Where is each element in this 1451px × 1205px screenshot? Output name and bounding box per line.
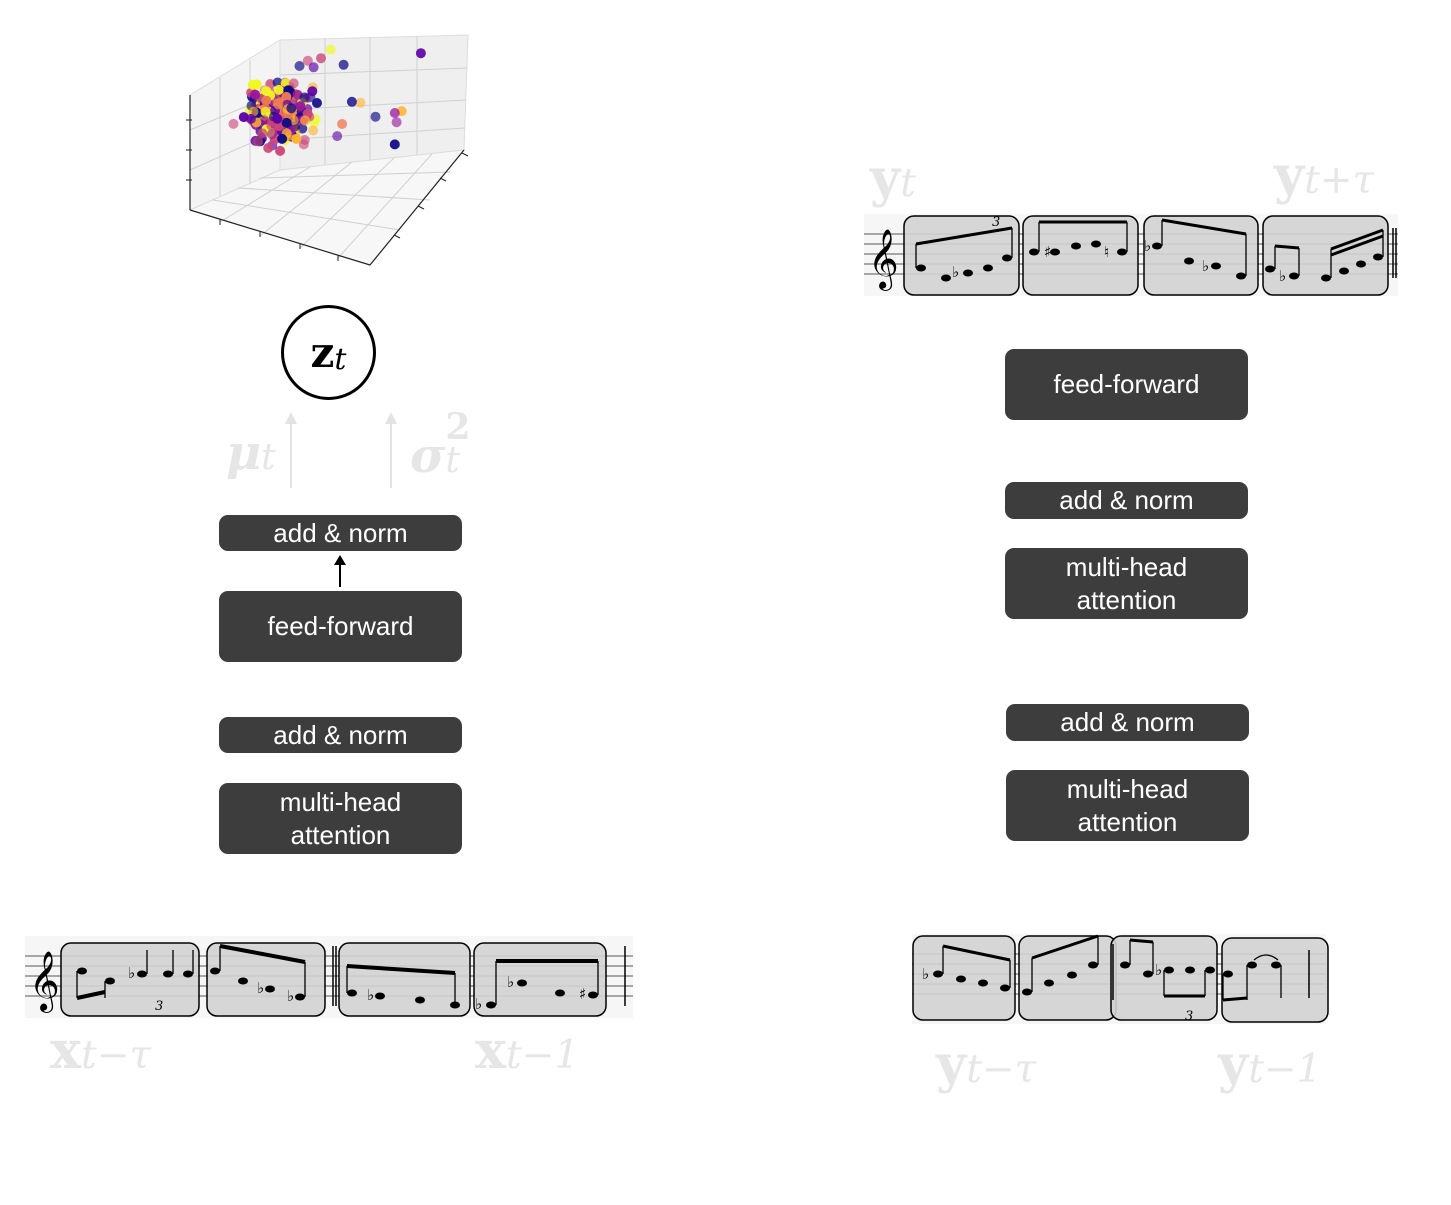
scatter-point — [370, 111, 381, 122]
decoder-feed-forward: feed-forward — [1005, 349, 1248, 420]
encoder-input-score: 𝄞 ♭ ♭ ♭ ♭ ♭ ♭ ♯ 3 — [25, 936, 633, 1018]
svg-text:♭: ♭ — [1202, 257, 1209, 275]
scatter-point — [272, 113, 283, 124]
encoder-input-start-label: xt−τ — [50, 1020, 151, 1081]
decoder-multi-head-attention-2: multi-head attention — [1006, 770, 1249, 841]
svg-text:3: 3 — [1185, 1009, 1193, 1024]
encoder-add-norm-top: add & norm — [219, 515, 462, 551]
scatter-point — [312, 98, 322, 108]
scatter-point — [273, 84, 284, 95]
svg-text:♭: ♭ — [287, 987, 294, 1005]
encoder-input-end-label: xt−1 — [475, 1020, 580, 1081]
latent-space-3d-scatter — [186, 34, 469, 266]
mu-arrow — [285, 412, 297, 488]
scatter-point — [415, 48, 426, 59]
svg-text:♭: ♭ — [257, 979, 264, 997]
scatter-point — [286, 103, 297, 114]
svg-text:♭: ♭ — [1155, 961, 1162, 979]
svg-text:♭: ♭ — [475, 995, 482, 1013]
latent-subscript: t — [334, 342, 347, 377]
scatter-point — [253, 136, 264, 147]
scatter-point — [389, 108, 400, 118]
svg-text:♭: ♭ — [507, 973, 514, 991]
encoder-add-norm-bottom: add & norm — [219, 717, 462, 753]
scatter-point — [272, 77, 283, 88]
scatter-point — [294, 61, 305, 71]
encoder-multi-head-attention: multi-head attention — [219, 783, 462, 854]
scatter-point — [288, 78, 299, 89]
scatter-point — [260, 106, 271, 117]
svg-text:♯: ♯ — [579, 985, 586, 1003]
scatter-point — [245, 113, 256, 124]
scatter-point — [389, 139, 400, 150]
svg-text:♭: ♭ — [922, 965, 929, 983]
scatter-point — [300, 115, 311, 126]
scatter-point — [281, 91, 292, 102]
scatter-point — [257, 128, 268, 139]
decoder-output-end-label: yt+τ — [1274, 145, 1375, 206]
svg-text:♭: ♭ — [367, 986, 374, 1004]
scatter-point — [273, 99, 284, 110]
svg-text:♭: ♭ — [1279, 267, 1286, 285]
decoder-input-start-label: yt−τ — [936, 1034, 1037, 1095]
svg-text:3: 3 — [155, 999, 163, 1014]
decoder-input-end-label: yt−1 — [1218, 1034, 1322, 1095]
svg-text:♯: ♯ — [1044, 243, 1051, 261]
treble-clef-icon: 𝄞 — [868, 229, 899, 291]
scatter-point — [261, 86, 272, 97]
latent-symbol: z — [310, 328, 335, 377]
scatter-point — [346, 96, 357, 107]
scatter-point — [308, 62, 319, 73]
scatter-point — [250, 89, 261, 100]
scatter-point — [281, 117, 292, 128]
decoder-add-norm-2: add & norm — [1006, 704, 1249, 741]
scatter-point — [295, 101, 306, 112]
scatter-point — [251, 79, 262, 90]
mu-label: μt — [226, 425, 276, 481]
scatter-point — [275, 145, 286, 156]
scatter-point — [291, 133, 302, 144]
svg-text:♭: ♭ — [1144, 237, 1151, 255]
encoder-feed-forward: feed-forward — [219, 591, 462, 662]
scatter-point — [228, 118, 239, 129]
svg-text:3: 3 — [992, 215, 1000, 230]
svg-text:♭: ♭ — [952, 263, 959, 281]
scatter-point — [325, 44, 336, 55]
svg-text:♮: ♮ — [1104, 243, 1109, 261]
scatter-point — [332, 131, 343, 142]
scatter-point — [337, 119, 348, 129]
scatter-point — [307, 86, 318, 97]
treble-clef-icon: 𝄞 — [29, 951, 60, 1013]
scatter-point — [302, 55, 313, 66]
scatter-point — [355, 97, 366, 108]
scatter-point — [277, 133, 288, 144]
scatter-point — [338, 59, 349, 70]
decoder-output-score: 𝄞 ♭ ♯ ♮ ♭ ♭ ♭ 3 — [864, 214, 1398, 296]
scatter-point — [391, 117, 402, 128]
scatter-point — [266, 129, 277, 140]
scatter-point — [308, 125, 319, 136]
decoder-multi-head-attention-1: multi-head attention — [1005, 548, 1248, 619]
svg-text:♭: ♭ — [128, 964, 135, 982]
encoder-arrow-up — [334, 555, 346, 587]
scatter-point — [261, 95, 272, 106]
decoder-output-start-label: yt — [870, 148, 916, 209]
scatter-point — [263, 143, 274, 153]
scatter-point — [316, 53, 326, 64]
scatter-point — [299, 135, 310, 145]
decoder-add-norm-1: add & norm — [1005, 482, 1248, 519]
scatter-point — [299, 92, 310, 103]
sigma-arrow — [385, 412, 397, 488]
decoder-input-score: ♭ ♭ 3 — [912, 934, 1329, 1024]
